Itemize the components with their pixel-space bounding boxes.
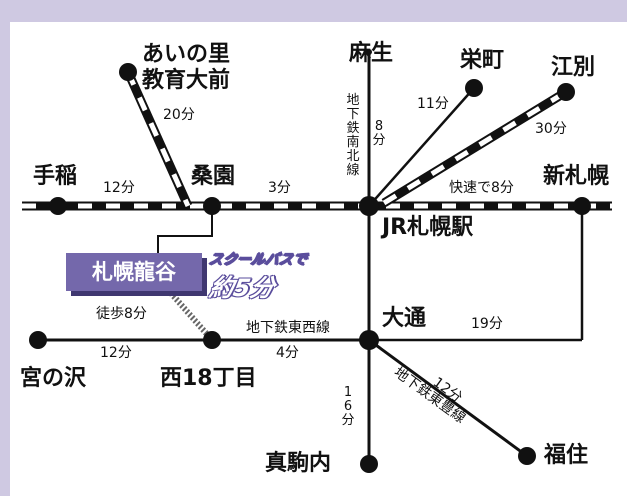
walk-path — [167, 290, 215, 342]
label-asabu: 麻生 — [349, 41, 394, 66]
label-ainosato-2: 教育大前 — [142, 68, 231, 93]
time-ainosato-soen: 20分 — [163, 107, 195, 123]
station-miyanosawa — [29, 331, 47, 349]
label-fukuzumi: 福住 — [544, 443, 589, 468]
label-ebetsu: 江別 — [551, 55, 596, 80]
time-soen-sapporo: 3分 — [268, 180, 291, 196]
time-shinsapporo: 快速で8分 — [449, 180, 514, 196]
ebetsu-line-dashes — [382, 89, 568, 206]
time-nishi18-odori: 4分 — [276, 345, 299, 361]
label-odori: 大通 — [382, 306, 427, 331]
label-sakaemachi: 栄町 — [460, 48, 505, 73]
label-miyanosawa: 宮の沢 — [20, 366, 87, 391]
station-nishi18 — [203, 331, 221, 349]
station-ainosato — [119, 63, 137, 81]
time-asabu: 8分 — [372, 119, 386, 148]
label-sapporo: JR札幌駅 — [382, 215, 474, 240]
label-makomanai: 真駒内 — [265, 451, 332, 476]
ainosato-line-dashes — [125, 70, 191, 208]
time-walk: 徒歩8分 — [96, 306, 147, 322]
station-teine — [49, 197, 67, 215]
station-sakaemachi — [465, 79, 483, 97]
station-sapporo — [359, 196, 379, 216]
toho-line — [368, 338, 528, 458]
bus-caption: スクールバスで — [207, 252, 309, 269]
label-teine: 手稲 — [33, 164, 78, 189]
school-badge: 札幌龍谷 — [66, 253, 202, 291]
line-namboku: 地下鉄南北線 — [346, 93, 360, 178]
time-sakaemachi: 11分 — [417, 96, 449, 112]
bus-time: 約5分 — [207, 274, 277, 302]
label-soen: 桑園 — [191, 164, 236, 189]
label-shinsapporo: 新札幌 — [543, 164, 610, 189]
time-ebetsu: 30分 — [535, 121, 567, 137]
station-shinsapporo — [573, 197, 591, 215]
time-miyanosawa: 12分 — [100, 345, 132, 361]
line-tozai: 地下鉄東西線 — [246, 320, 330, 336]
station-asabu — [366, 49, 372, 55]
bus-route — [157, 206, 213, 256]
time-teine-soen: 12分 — [103, 180, 135, 196]
station-soen — [203, 197, 221, 215]
time-odori-shinsapporo: 19分 — [471, 316, 503, 332]
sakaemachi-connector — [368, 87, 475, 207]
label-ainosato-1: あいの里 — [142, 42, 231, 67]
label-nishi18: 西18丁目 — [160, 366, 257, 391]
time-makomanai: 16分 — [341, 385, 355, 428]
station-ebetsu — [557, 83, 575, 101]
station-fukuzumi — [518, 447, 536, 465]
station-makomanai — [360, 455, 378, 473]
station-odori — [359, 330, 379, 350]
